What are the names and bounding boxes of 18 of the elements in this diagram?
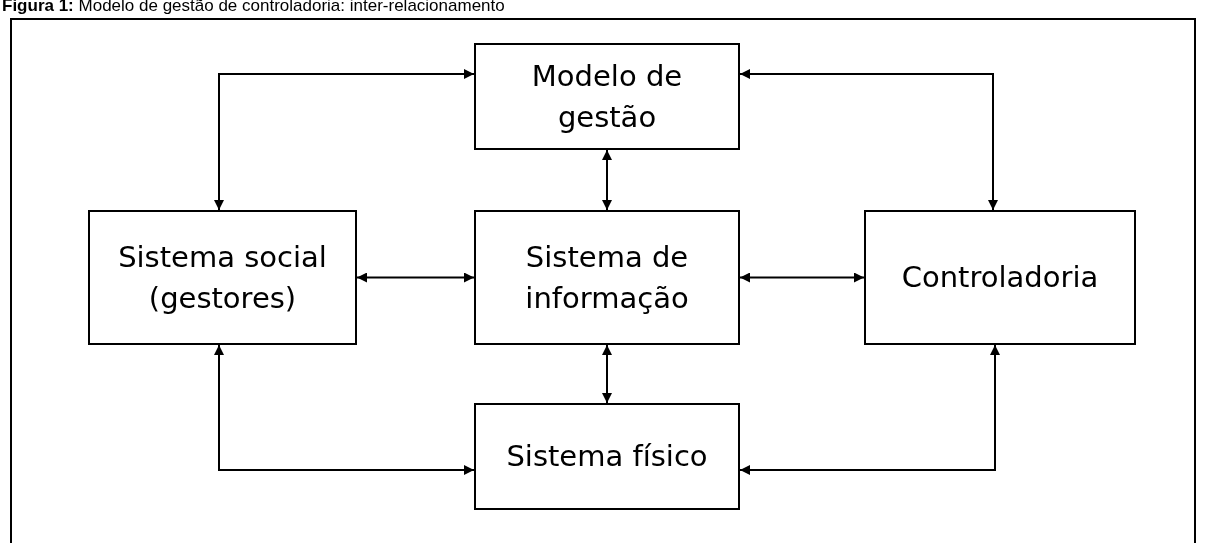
arrow (602, 149, 612, 211)
process-box (864, 210, 1136, 345)
box-label: Sistema de informação (524, 238, 690, 317)
box-label: Sistema físico (506, 438, 708, 475)
process-box (474, 210, 740, 345)
process-box (474, 403, 740, 510)
arrow (356, 272, 475, 283)
arrow (214, 69, 475, 211)
process-box (88, 210, 357, 345)
arrow (214, 344, 475, 475)
arrow (739, 344, 1000, 475)
box-label: Sistema social (gestores) (117, 238, 328, 317)
box-label: Controladoria (901, 259, 1099, 296)
process-box (474, 43, 740, 150)
box-label: Modelo de gestão (530, 57, 684, 136)
arrow (602, 344, 612, 404)
arrow (739, 272, 865, 283)
arrow (739, 69, 998, 211)
